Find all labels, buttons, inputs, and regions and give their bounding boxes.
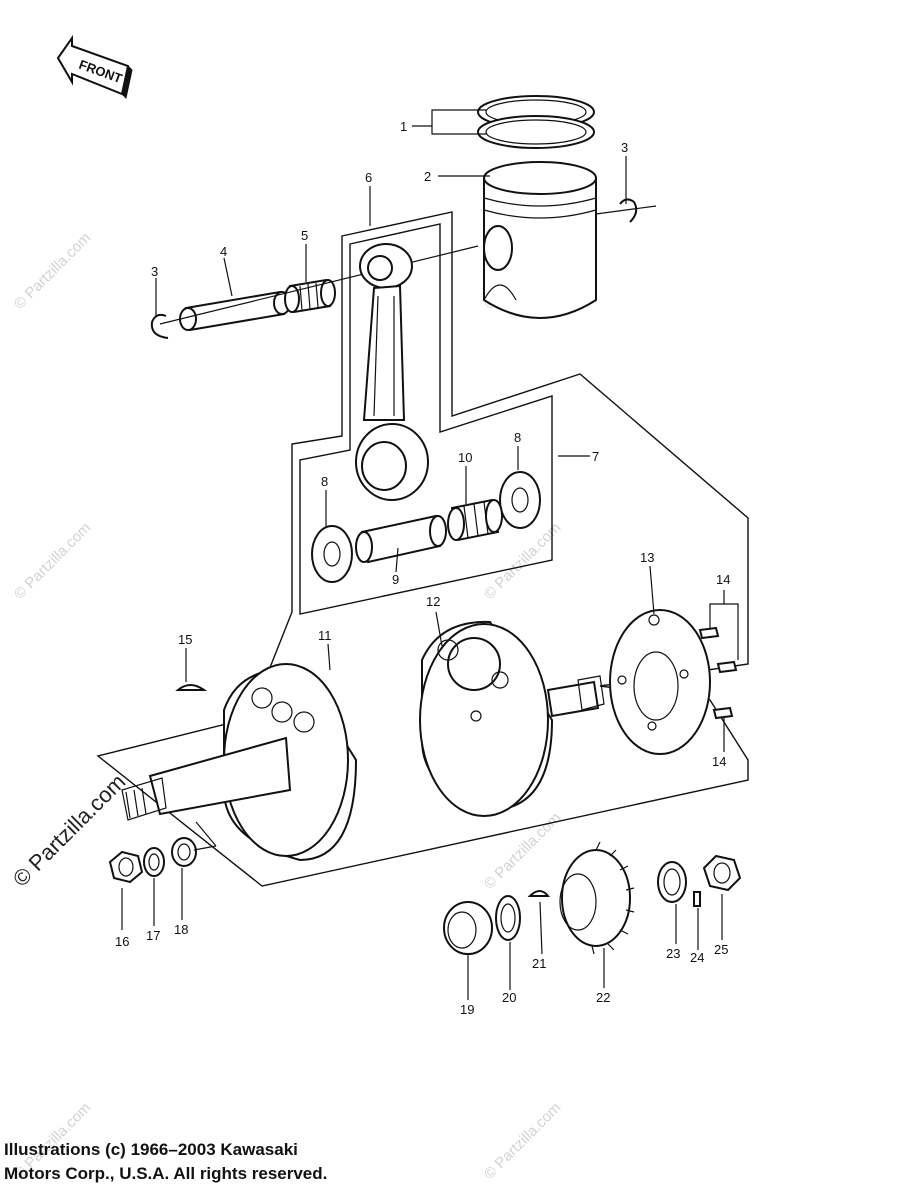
callout-7: 7 — [592, 449, 599, 464]
crankshaft-flywheel-left — [121, 663, 358, 862]
pin — [693, 891, 701, 907]
copyright-line-1: Illustrations (c) 1966–2003 Kawasaki — [4, 1140, 298, 1159]
callout-11: 11 — [318, 628, 332, 643]
needle-bearing-big-end — [447, 498, 503, 542]
callout-6: 6 — [365, 170, 372, 185]
callout-12: 12 — [426, 594, 440, 609]
copyright-notice: Illustrations (c) 1966–2003 Kawasaki Mot… — [4, 1138, 524, 1186]
callout-5: 5 — [301, 228, 308, 243]
callout-3: 3 — [621, 140, 628, 155]
piston — [483, 161, 597, 319]
callout-16: 16 — [115, 934, 129, 949]
axis-line — [159, 245, 479, 325]
callout-labels: 1 2 3 3 4 5 6 7 8 8 9 10 11 12 13 14 14 … — [115, 119, 730, 1017]
rotor-plate — [609, 609, 711, 755]
assembly-outline — [96, 211, 749, 887]
callout-14: 14 — [712, 754, 726, 769]
thrust-washer — [499, 471, 541, 529]
watermark-text: © Partzilla.com — [11, 229, 94, 312]
callout-20: 20 — [502, 990, 516, 1005]
washer — [171, 837, 197, 867]
washer — [495, 895, 521, 941]
callout-13: 13 — [640, 550, 654, 565]
watermark-text: © Partzilla.com — [11, 519, 94, 602]
copyright-line-2: Motors Corp., U.S.A. All rights reserved… — [4, 1164, 328, 1183]
callout-24: 24 — [690, 950, 704, 965]
callout-21: 21 — [532, 956, 546, 971]
gear — [559, 841, 635, 955]
inner-outline — [299, 223, 553, 615]
callout-25: 25 — [714, 942, 728, 957]
woodruff-key — [175, 684, 208, 691]
needle-bearing — [284, 278, 336, 314]
callout-8: 8 — [514, 430, 521, 445]
callout-18: 18 — [174, 922, 188, 937]
callout-1: 1 — [400, 119, 407, 134]
callout-19: 19 — [460, 1002, 474, 1017]
screw — [698, 626, 720, 640]
callout-23: 23 — [666, 946, 680, 961]
callout-9: 9 — [392, 572, 399, 587]
connecting-rod — [355, 243, 429, 501]
circlip — [619, 198, 638, 223]
front-arrow-icon: FRONT — [56, 34, 133, 100]
woodruff-key — [527, 890, 551, 897]
circlip — [657, 861, 687, 903]
callout-14: 14 — [716, 572, 730, 587]
piston-pin — [179, 290, 291, 332]
leader-lines — [121, 109, 739, 1000]
nut — [702, 854, 742, 892]
callout-22: 22 — [596, 990, 610, 1005]
callout-10: 10 — [458, 450, 472, 465]
circlip — [150, 313, 169, 339]
watermark-text: © Partzilla.com — [481, 809, 564, 892]
washer — [143, 847, 165, 877]
nut — [108, 850, 144, 884]
callout-3: 3 — [151, 264, 158, 279]
callout-4: 4 — [220, 244, 227, 259]
crankshaft-flywheel-right — [419, 620, 605, 817]
callout-8: 8 — [321, 474, 328, 489]
spacer — [443, 901, 493, 955]
crank-pin — [355, 514, 447, 564]
thrust-washer — [311, 525, 353, 583]
axis-line — [595, 205, 657, 215]
callout-17: 17 — [146, 928, 160, 943]
piston-rings — [477, 95, 595, 149]
callout-15: 15 — [178, 632, 192, 647]
screw — [712, 706, 734, 720]
leader-line — [193, 821, 217, 851]
screw — [716, 660, 738, 674]
callout-2: 2 — [424, 169, 431, 184]
